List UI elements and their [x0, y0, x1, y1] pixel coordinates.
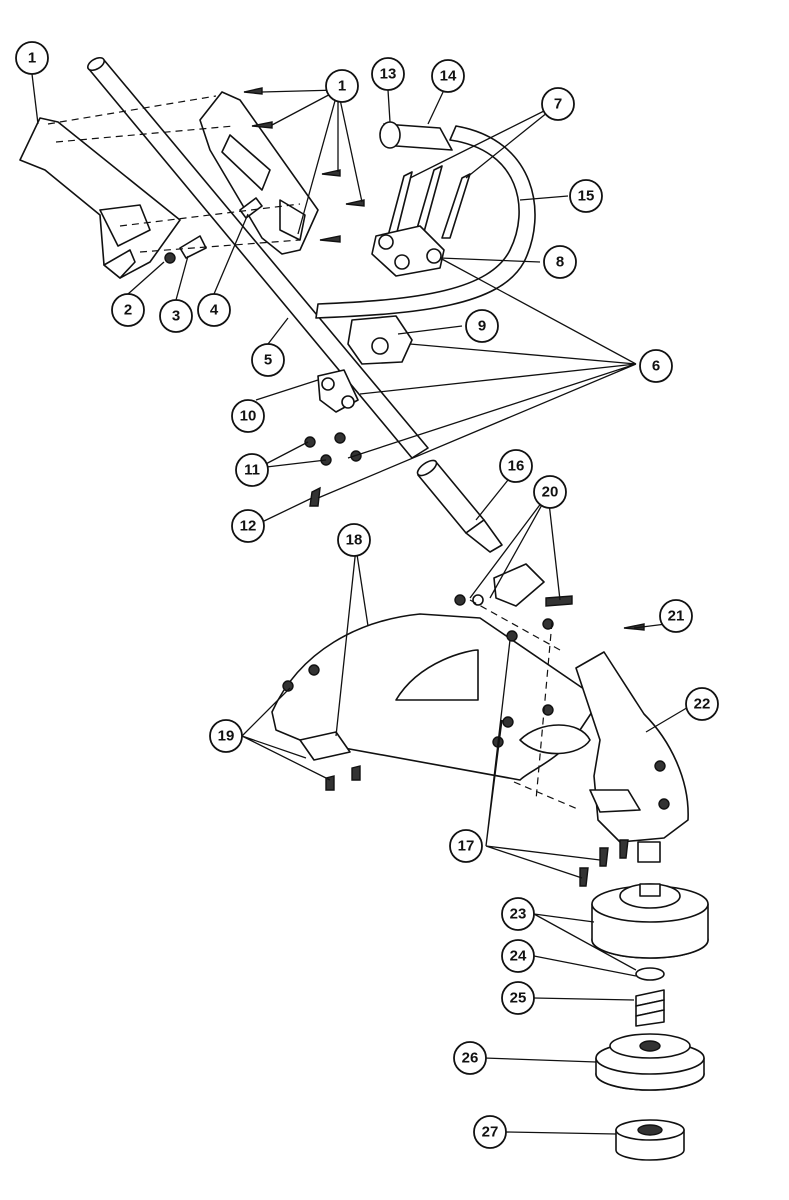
callout-4: 4 [197, 293, 231, 327]
callout-label: 26 [462, 1050, 479, 1067]
callout-label: 11 [244, 462, 260, 479]
handle-loop [315, 125, 536, 319]
nuts-and-screws [304, 432, 362, 507]
callout-26: 26 [453, 1041, 487, 1075]
leader-lines [31, 73, 691, 1135]
handle-bolts [387, 165, 471, 239]
callout-23: 23 [501, 897, 535, 931]
housing-dashes [47, 95, 301, 253]
callout-label: 10 [240, 408, 257, 425]
main-shaft [87, 56, 429, 459]
callout-label: 4 [210, 302, 219, 319]
callout-7: 7 [541, 87, 575, 121]
clamp-upper [371, 225, 445, 277]
callout-9: 9 [465, 309, 499, 343]
callout-label: 7 [554, 96, 562, 113]
callout-24: 24 [501, 939, 535, 973]
spool-housing [591, 883, 709, 959]
callout-18: 18 [337, 523, 371, 557]
lower-tube [416, 459, 503, 553]
callout-13: 13 [371, 57, 405, 91]
callout-2: 2 [111, 293, 145, 327]
callout-label: 9 [478, 318, 486, 335]
callout-16: 16 [499, 449, 533, 483]
callout-label: 12 [240, 518, 257, 535]
callout-5: 5 [251, 343, 285, 377]
shaft-clamp [454, 563, 573, 607]
callout-14: 14 [431, 59, 465, 93]
callout-22: 22 [685, 687, 719, 721]
callout-3: 3 [159, 299, 193, 333]
callout-label: 16 [508, 458, 525, 475]
spool [595, 1033, 705, 1091]
callout-label: 25 [510, 990, 527, 1007]
callout-27: 27 [473, 1115, 507, 1149]
callout-1b: 1 [325, 69, 359, 103]
callout-label: 18 [346, 532, 363, 549]
clamp-lower [317, 369, 359, 413]
washer [635, 967, 665, 981]
callout-label: 5 [264, 352, 272, 369]
callout-17: 17 [449, 829, 483, 863]
callout-label: 2 [124, 302, 132, 319]
callout-label: 3 [172, 308, 180, 325]
callout-10: 10 [231, 399, 265, 433]
callout-label: 8 [556, 254, 564, 271]
callout-label: 1 [338, 78, 346, 95]
lockout-part [239, 197, 263, 219]
callout-8: 8 [543, 245, 577, 279]
housing-screws [243, 87, 365, 243]
callout-12: 12 [231, 509, 265, 543]
callout-label: 20 [542, 484, 559, 501]
clamp-middle [347, 315, 413, 365]
callout-25: 25 [501, 981, 535, 1015]
spring-part [164, 252, 176, 264]
callout-label: 17 [458, 838, 475, 855]
callout-20: 20 [533, 475, 567, 509]
callout-label: 15 [578, 188, 595, 205]
handle-grip [379, 121, 453, 151]
callout-label: 14 [440, 68, 457, 85]
callout-label: 19 [218, 728, 235, 745]
bump-knob [615, 1119, 685, 1161]
callout-label: 24 [510, 948, 527, 965]
guard-screws [282, 618, 554, 791]
callout-6: 6 [639, 349, 673, 383]
assembly-dashes [469, 599, 581, 811]
gear-housing [575, 623, 689, 863]
trigger-part [179, 235, 207, 259]
callout-21: 21 [659, 599, 693, 633]
callout-label: 13 [380, 66, 397, 83]
callout-label: 6 [652, 358, 660, 375]
callout-19: 19 [209, 719, 243, 753]
callout-11: 11 [235, 453, 269, 487]
callout-label: 21 [668, 608, 685, 625]
throttle-housing-right [199, 91, 319, 255]
callout-label: 1 [28, 50, 36, 67]
callout-1a: 1 [15, 41, 49, 75]
callout-15: 15 [569, 179, 603, 213]
line-guard [271, 613, 601, 781]
callout-label: 22 [694, 696, 711, 713]
callout-label: 23 [510, 906, 527, 923]
housing-bottom-screws [579, 839, 629, 887]
callout-label: 27 [482, 1124, 499, 1141]
spring [635, 989, 665, 1027]
